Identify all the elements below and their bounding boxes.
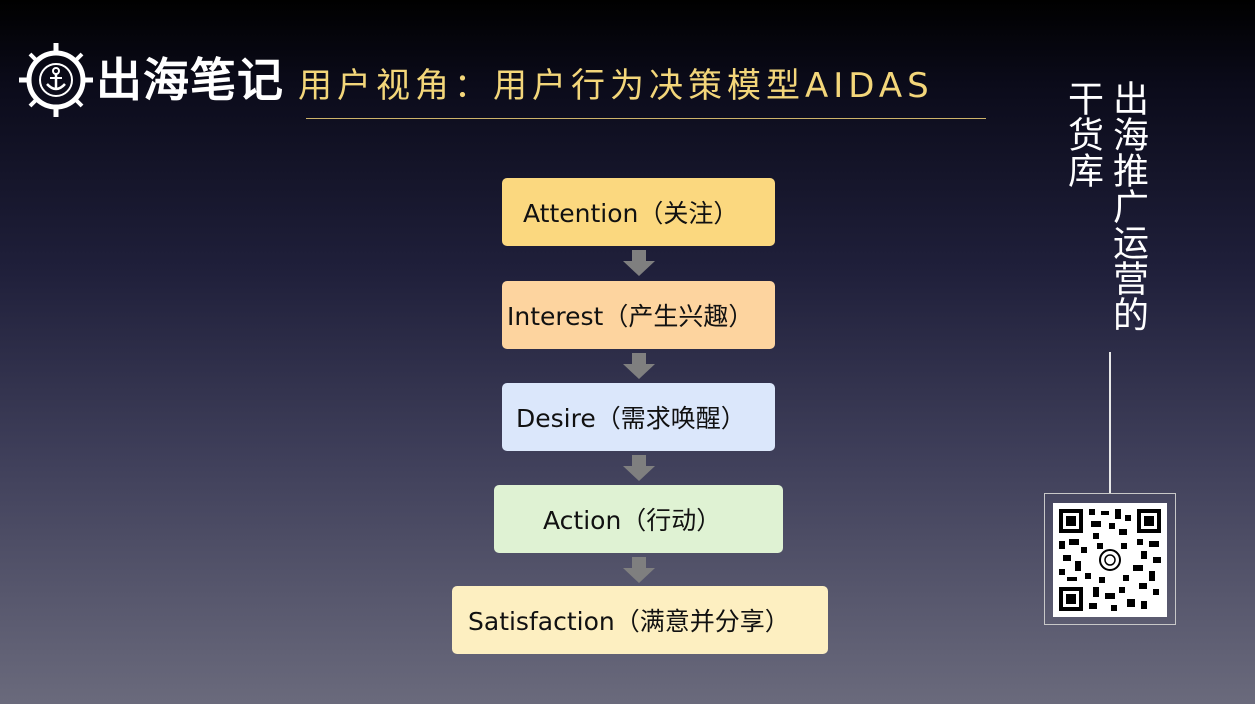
flow-step-satisfaction: Satisfaction（满意并分享） (452, 586, 828, 654)
down-arrow-icon (623, 455, 655, 481)
flow-step-label: Desire（需求唤醒） (516, 404, 746, 433)
side-divider (1109, 352, 1111, 494)
qr-frame (1044, 493, 1176, 625)
flow-step-interest: Interest（产生兴趣） (502, 281, 775, 349)
page-title: 用户视角：用户行为决策模型AIDAS (298, 66, 934, 106)
flow-step-label: Satisfaction（满意并分享） (468, 607, 790, 636)
flow-step-label: Attention（关注） (523, 199, 739, 228)
qr-code-icon (1053, 503, 1167, 617)
flow-step-label: Action（行动） (543, 506, 722, 535)
brand-logo: 出海笔记 (18, 42, 284, 118)
down-arrow-icon (623, 353, 655, 379)
side-caption-line1: 出海推广运营的 (1107, 80, 1148, 332)
side-caption-line2: 干货库 (1062, 80, 1103, 188)
flow-step-desire: Desire（需求唤醒） (502, 383, 775, 451)
flow-step-action: Action（行动） (494, 485, 783, 553)
down-arrow-icon (623, 250, 655, 276)
flow-step-attention: Attention（关注） (502, 178, 775, 246)
title-divider (306, 118, 986, 119)
down-arrow-icon (623, 557, 655, 583)
brand-name: 出海笔记 (96, 53, 284, 107)
ship-wheel-anchor-icon (19, 43, 93, 117)
flow-step-label: Interest（产生兴趣） (507, 302, 754, 331)
